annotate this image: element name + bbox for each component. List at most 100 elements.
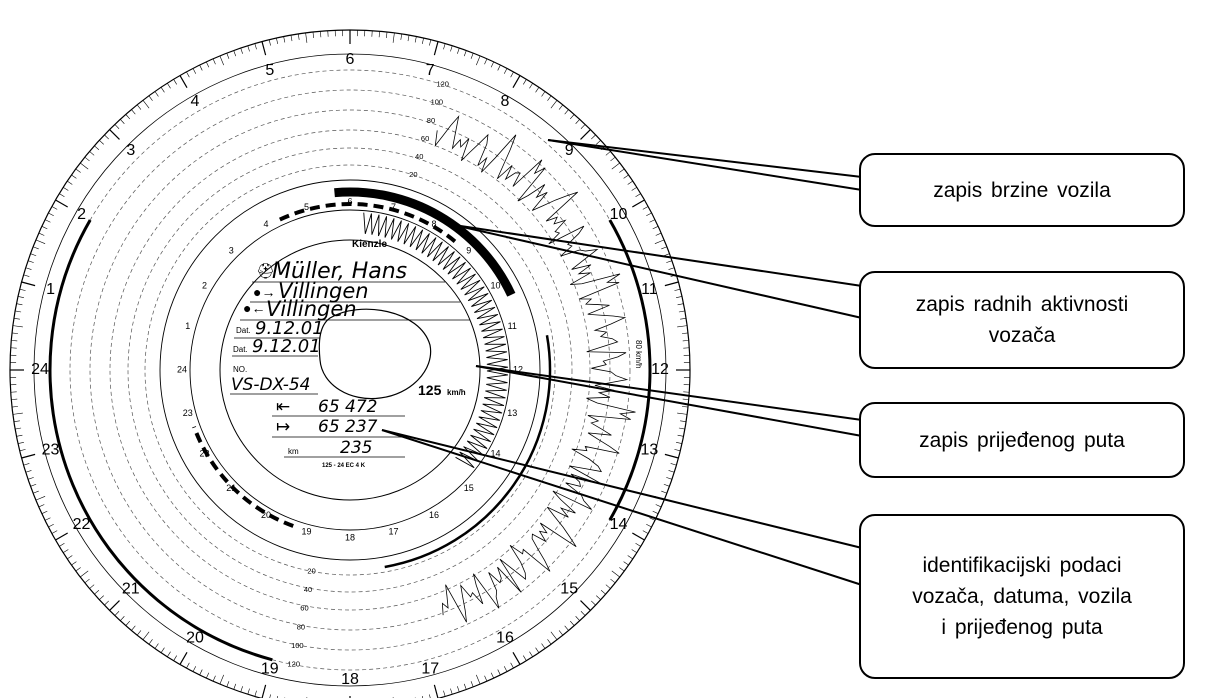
ring-speed-unit: 80 km/h bbox=[634, 340, 643, 368]
speed-label: 20 bbox=[307, 566, 315, 575]
vehicle-reg: VS-DX-54 bbox=[231, 375, 311, 395]
rim-tick bbox=[569, 114, 575, 120]
inner-hour-label: 14 bbox=[490, 448, 500, 458]
rim-tick bbox=[268, 39, 271, 46]
rim-tick bbox=[131, 625, 136, 631]
rim-tick bbox=[407, 35, 410, 42]
rim-tick bbox=[476, 55, 481, 66]
rim-tick bbox=[450, 45, 453, 52]
rim-tick bbox=[443, 43, 446, 50]
rim-tick bbox=[179, 652, 188, 665]
start-place-icon: ●→ bbox=[253, 284, 275, 300]
rim-tick bbox=[682, 340, 689, 342]
speed-label: 80 bbox=[427, 116, 435, 125]
rim-tick bbox=[476, 674, 481, 685]
rim-tick bbox=[254, 43, 257, 50]
rim-tick bbox=[99, 140, 104, 145]
rim-arc bbox=[48, 219, 273, 662]
rim-tick bbox=[11, 406, 19, 408]
rim-tick bbox=[114, 124, 120, 129]
inner-hour-label: 13 bbox=[507, 408, 517, 418]
rim-tick bbox=[63, 187, 69, 191]
distance-value: 235 bbox=[340, 438, 372, 458]
rim-tick bbox=[596, 595, 601, 600]
rim-tick bbox=[429, 694, 431, 698]
rim-tick bbox=[580, 124, 586, 129]
activity-rest-arc bbox=[192, 426, 294, 528]
rim-tick bbox=[290, 35, 293, 42]
center-hole bbox=[318, 308, 432, 400]
rim-tick bbox=[470, 681, 474, 687]
rim-tick bbox=[484, 675, 488, 682]
rim-tick bbox=[470, 53, 474, 59]
rim-tick bbox=[681, 332, 689, 334]
rim-tick bbox=[55, 199, 68, 208]
inner-hour-label: 7 bbox=[391, 202, 396, 212]
rim-tick bbox=[269, 694, 271, 698]
rim-tick bbox=[19, 288, 26, 291]
hour-label: 20 bbox=[186, 630, 204, 647]
inner-hour-label: 9 bbox=[466, 246, 471, 256]
rim-tick bbox=[550, 631, 558, 640]
rim-tick bbox=[443, 690, 446, 697]
rim-tick bbox=[21, 281, 36, 287]
inner-hour-label: 10 bbox=[490, 280, 500, 290]
rim-tick bbox=[569, 620, 575, 626]
rim-tick bbox=[71, 174, 77, 179]
rim-tick bbox=[247, 688, 250, 695]
rim-tick bbox=[148, 639, 153, 645]
rim-tick bbox=[457, 47, 460, 54]
rim-tick bbox=[642, 206, 649, 210]
rim-tick bbox=[11, 332, 19, 334]
speed-label: 120 bbox=[436, 80, 449, 89]
speed-label: 100 bbox=[431, 98, 444, 107]
rim-tick bbox=[212, 58, 216, 65]
no-label: NO. bbox=[233, 365, 247, 374]
rim-tick bbox=[219, 674, 224, 685]
rim-tick bbox=[19, 449, 26, 452]
date-label-2: Dat. bbox=[233, 345, 248, 354]
rim-tick bbox=[148, 95, 153, 101]
rim-tick bbox=[142, 100, 150, 109]
inner-hour-label: 5 bbox=[304, 202, 309, 212]
rim-tick bbox=[497, 64, 501, 71]
rim-tick bbox=[547, 95, 552, 101]
rim-tick bbox=[632, 199, 645, 208]
date-label-1: Dat. bbox=[236, 326, 251, 335]
hour-label: 15 bbox=[560, 580, 578, 597]
rim-tick bbox=[305, 32, 308, 43]
rim-tick bbox=[44, 517, 51, 521]
rim-tick bbox=[16, 303, 23, 306]
rim-tick bbox=[17, 296, 24, 299]
rim-tick bbox=[63, 549, 69, 553]
inner-hour-label: 18 bbox=[345, 532, 355, 542]
rim-tick bbox=[27, 477, 34, 480]
rim-tick bbox=[94, 145, 100, 151]
rim-tick bbox=[17, 441, 24, 444]
rim-tick bbox=[59, 543, 65, 547]
rim-tick bbox=[378, 31, 380, 38]
rim-tick bbox=[51, 530, 58, 534]
rim-tick bbox=[23, 274, 30, 277]
rim-tick bbox=[186, 662, 190, 669]
rim-tick bbox=[80, 162, 89, 170]
rim-tick bbox=[421, 37, 424, 44]
rim-tick bbox=[503, 68, 508, 74]
rim-tick bbox=[125, 620, 131, 626]
rim-tick bbox=[12, 325, 23, 328]
hour-label: 7 bbox=[426, 62, 435, 79]
speed-label: 40 bbox=[415, 152, 423, 161]
inner-hour-label: 23 bbox=[183, 408, 193, 418]
rim-tick bbox=[136, 630, 142, 636]
hour-label: 5 bbox=[265, 62, 274, 79]
rim-tick bbox=[67, 180, 73, 185]
hour-label: 2 bbox=[77, 206, 86, 223]
rim-tick bbox=[186, 71, 190, 78]
rim-tick bbox=[11, 340, 18, 342]
rim-tick bbox=[510, 662, 514, 669]
inner-hour-label: 6 bbox=[347, 196, 352, 206]
odo-end-icon: ⇤ bbox=[276, 397, 290, 416]
hour-label: 6 bbox=[346, 51, 355, 68]
rim-tick bbox=[114, 611, 120, 616]
hour-label: 1 bbox=[46, 281, 55, 298]
